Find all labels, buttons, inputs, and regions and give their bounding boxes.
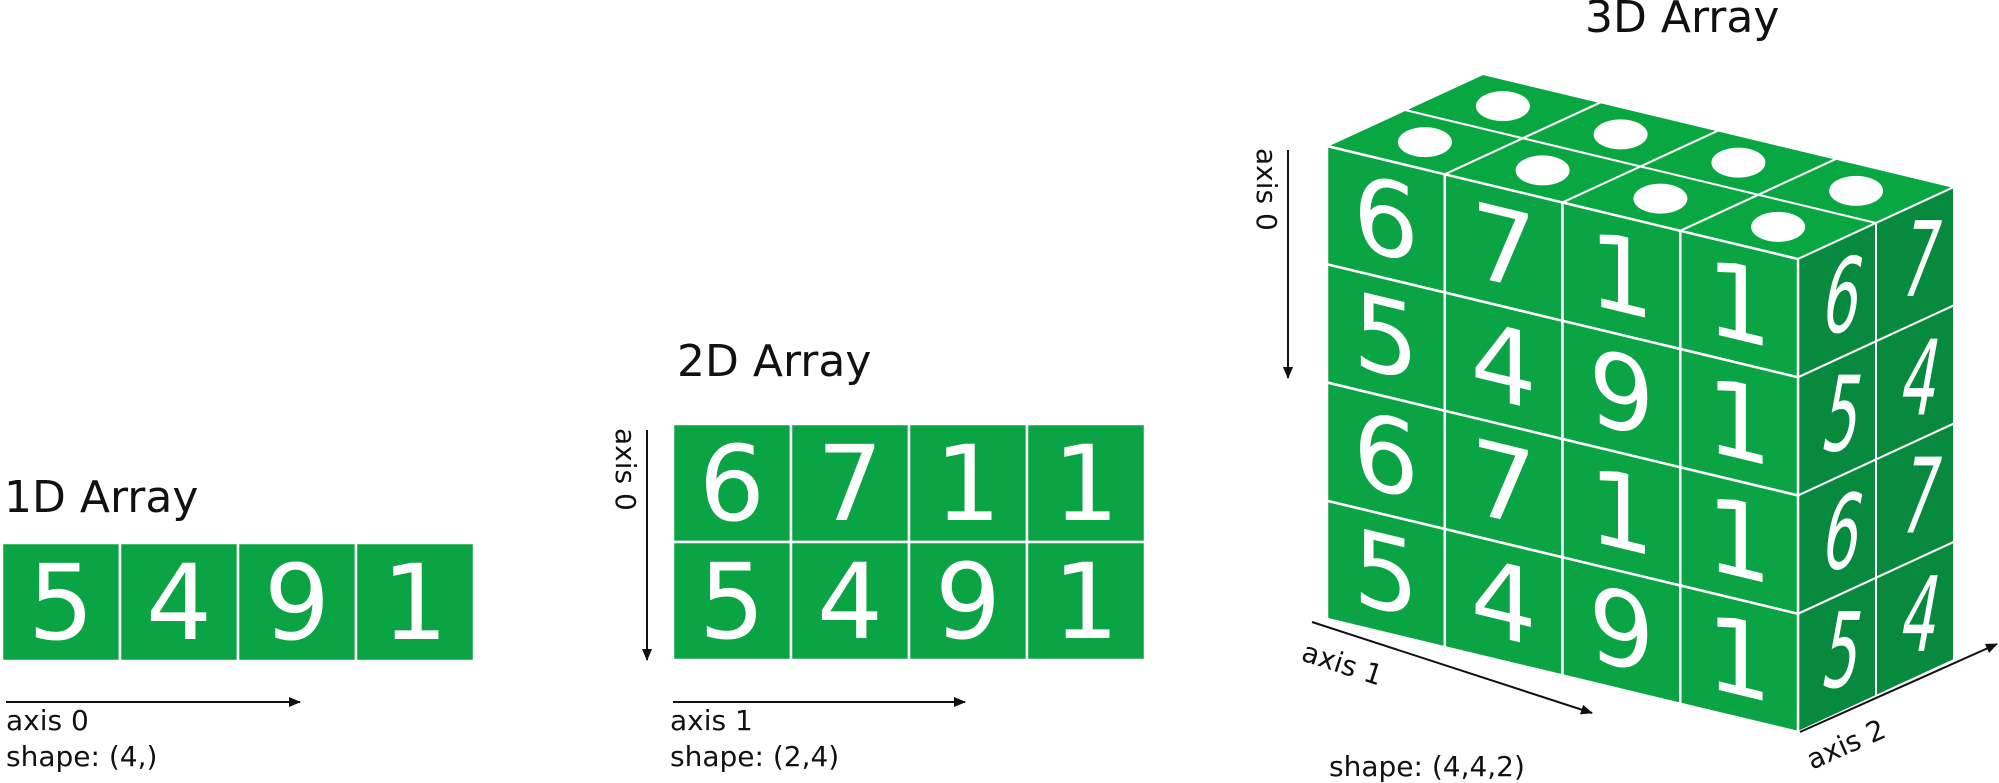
cell-2d	[789, 422, 911, 544]
title-1d: 1D Array	[4, 472, 198, 523]
front-cell-value-3d: 1	[1706, 235, 1772, 372]
shape-label-3d: shape: (4,4,2)	[1329, 750, 1525, 783]
axis0-label-2d: axis 0	[609, 428, 642, 511]
front-cell-value-3d: 1	[1706, 354, 1772, 491]
cell-value-1d: 1	[382, 542, 448, 664]
title-2d: 2D Array	[677, 336, 871, 387]
shape-label-2d: shape: (2,4)	[670, 740, 839, 773]
axis0-label-3d: axis 0	[1250, 148, 1283, 231]
cell-value-2d: 1	[1053, 423, 1119, 545]
front-cell-value-3d: 6	[1353, 387, 1419, 524]
front-cell-value-3d: 4	[1471, 534, 1537, 671]
axis1-label-2d: axis 1	[670, 704, 753, 737]
front-cell-value-3d: 1	[1706, 472, 1772, 609]
cell-2d	[1025, 540, 1147, 662]
circle-hole-icon	[1633, 183, 1688, 214]
side-face-cell	[1875, 540, 1955, 698]
cell-value-2d: 6	[699, 423, 765, 545]
front-cell-value-3d: 1	[1588, 207, 1654, 344]
cell-2d	[1025, 422, 1147, 544]
axis1-arrow-3d	[1311, 621, 1593, 715]
cell-value-2d: 1	[1053, 541, 1119, 663]
circle-hole-icon	[1829, 175, 1884, 206]
front-cell-value-3d: 9	[1588, 562, 1654, 699]
front-cell-value-3d: 1	[1588, 444, 1654, 581]
cell-2d	[789, 540, 911, 662]
cell-value-1d: 9	[264, 542, 330, 664]
front-cell-value-3d: 7	[1471, 415, 1537, 552]
cell-value-2d: 5	[699, 541, 765, 663]
cell-1d	[0, 541, 122, 663]
cell-value-2d: 9	[935, 541, 1001, 663]
shape-label-1d: shape: (4,)	[6, 740, 157, 773]
cell-value-2d: 4	[817, 541, 883, 663]
axis0-label-1d: axis 0	[6, 704, 89, 737]
cell-1d	[118, 541, 240, 663]
circle-hole-icon	[1711, 147, 1766, 178]
front-face-cell	[1679, 583, 1800, 734]
front-cell-value-3d: 7	[1471, 179, 1537, 316]
axis2-arrow-3d	[1799, 643, 1998, 733]
front-cell-value-3d: 5	[1353, 269, 1419, 406]
circle-hole-icon	[1515, 155, 1570, 186]
front-cell-value-3d: 1	[1706, 590, 1772, 727]
cell-2d	[907, 540, 1029, 662]
axis1-label-3d: axis 1	[1298, 635, 1387, 692]
front-cell-value-3d: 4	[1471, 297, 1537, 434]
cell-value-2d: 7	[817, 423, 883, 545]
title-3d: 3D Array	[1585, 0, 1779, 43]
cell-value-1d: 4	[146, 542, 212, 664]
circle-hole-icon	[1475, 91, 1530, 122]
front-cell-value-3d: 9	[1588, 325, 1654, 462]
cell-2d	[671, 540, 793, 662]
cell-1d	[354, 541, 476, 663]
circle-hole-icon	[1751, 211, 1806, 242]
cell-1d	[236, 541, 358, 663]
circle-hole-icon	[1593, 119, 1648, 150]
cell-value-1d: 5	[28, 542, 94, 664]
circle-hole-icon	[1397, 127, 1452, 158]
front-cell-value-3d: 5	[1353, 505, 1419, 642]
front-cell-value-3d: 6	[1353, 151, 1419, 288]
cell-value-2d: 1	[935, 423, 1001, 545]
